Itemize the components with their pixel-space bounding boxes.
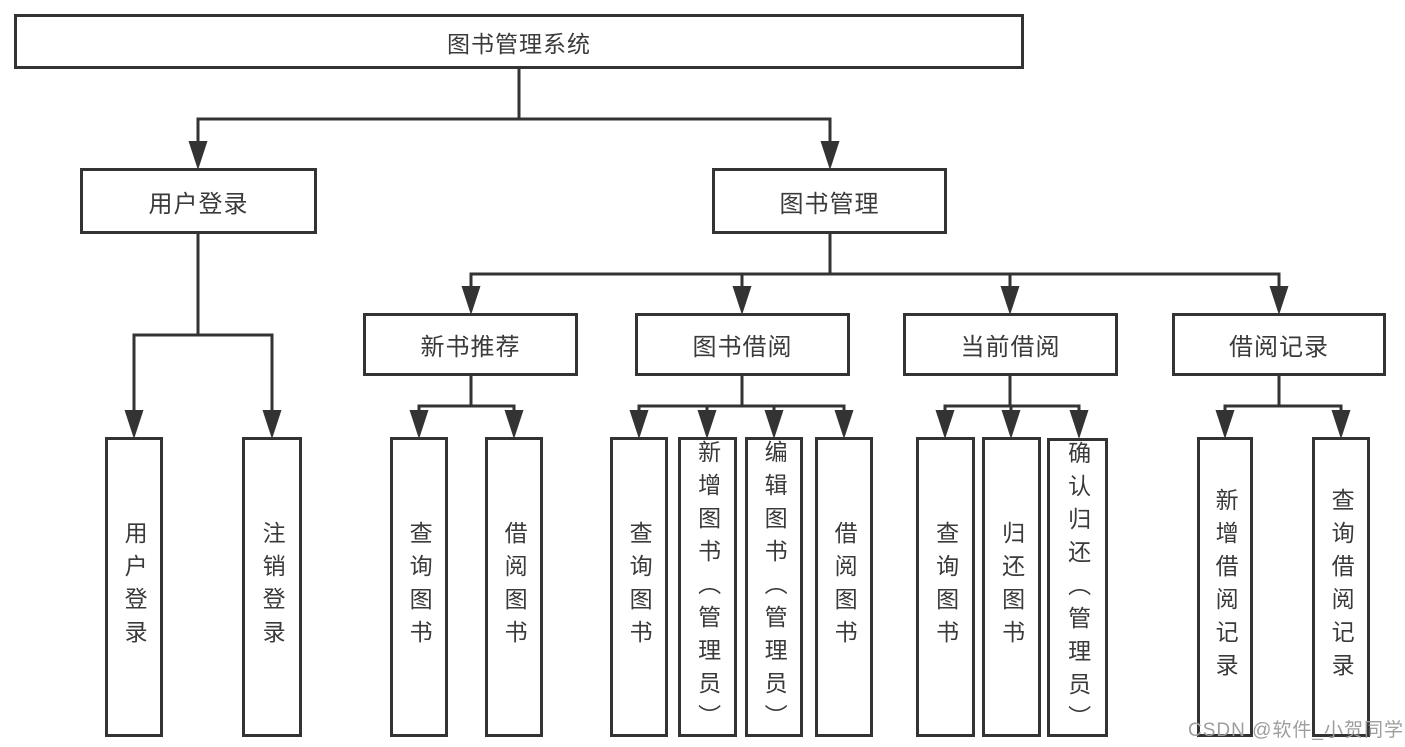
node-label: 用户登录 [148, 190, 249, 218]
node-label: 图书管理 [779, 190, 880, 218]
node-label: 新书推荐 [420, 334, 521, 361]
leaf-confirm-return-admin: 确认归还（管理员） [1047, 438, 1108, 738]
node-book-borrowing: 图书借阅 [635, 313, 850, 376]
node-library-management-system: 图书管理系统 [14, 14, 1024, 69]
node-borrowing-records: 借阅记录 [1172, 313, 1386, 376]
node-label: 确认归还（管理员） [1064, 441, 1091, 738]
leaf-borrow-books-recommend: 借阅图书 [485, 437, 543, 737]
node-label: 用户登录 [121, 521, 148, 653]
leaf-query-books-borrow: 查询图书 [610, 437, 668, 737]
node-current-borrowing: 当前借阅 [903, 313, 1118, 376]
node-user-login: 用户登录 [80, 168, 317, 234]
leaf-edit-book-admin: 编辑图书（管理员） [745, 437, 803, 737]
node-label: 新增图书（管理员） [694, 440, 721, 737]
node-label: 借阅图书 [501, 521, 528, 653]
node-new-book-recommendation: 新书推荐 [363, 313, 578, 376]
node-label: 归还图书 [998, 521, 1025, 653]
node-label: 当前借阅 [960, 334, 1061, 361]
node-label: 借阅图书 [831, 521, 858, 653]
node-label: 查询借阅记录 [1328, 488, 1355, 686]
leaf-borrow-books: 借阅图书 [815, 437, 873, 737]
leaf-return-book: 归还图书 [982, 437, 1041, 737]
node-label: 新增借阅记录 [1212, 488, 1239, 686]
node-book-management: 图书管理 [712, 168, 947, 234]
node-label: 注销登录 [259, 521, 286, 653]
node-label: 图书借阅 [692, 334, 793, 361]
leaf-query-borrow-record: 查询借阅记录 [1312, 437, 1370, 737]
node-label: 图书管理系统 [447, 30, 591, 57]
leaf-query-books-current: 查询图书 [916, 437, 975, 737]
leaf-query-books-recommend: 查询图书 [390, 437, 448, 737]
node-label: 查询图书 [406, 521, 433, 653]
leaf-logout: 注销登录 [242, 437, 302, 737]
node-label: 借阅记录 [1229, 334, 1329, 361]
leaf-add-borrow-record: 新增借阅记录 [1197, 437, 1253, 737]
node-label: 查询图书 [932, 521, 959, 653]
leaf-user-login: 用户登录 [105, 437, 163, 737]
node-label: 查询图书 [626, 521, 653, 653]
node-label: 编辑图书（管理员） [761, 440, 788, 737]
watermark: CSDN @软件_小贺同学 [1188, 720, 1404, 741]
leaf-add-book-admin: 新增图书（管理员） [678, 437, 737, 737]
